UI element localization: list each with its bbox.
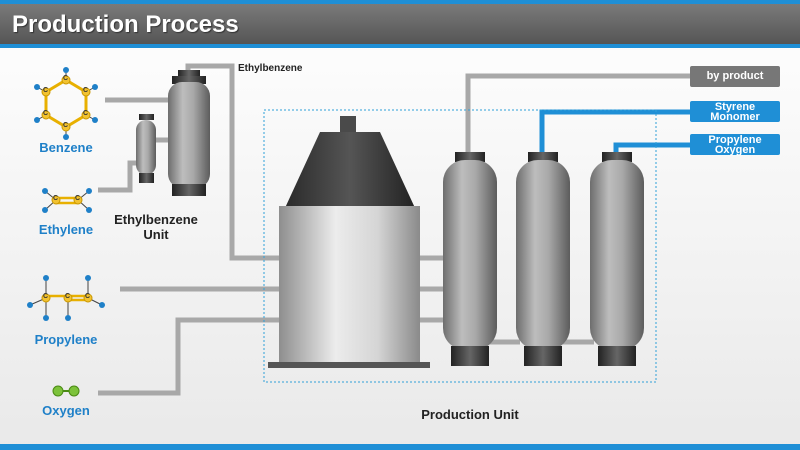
output-box-byproduct-bg [690, 66, 780, 87]
atom-label: C [83, 87, 89, 94]
atom-label: C [63, 122, 69, 129]
propylene-molecule-icon [27, 275, 105, 321]
main-reactor [268, 116, 430, 368]
tall-column [168, 70, 210, 196]
output-propylene-line2: Oxygen [714, 144, 756, 156]
atom-label: C [65, 293, 71, 300]
output-propylene-line1: Propylene [708, 134, 762, 146]
header-bar: Production Process [0, 4, 800, 48]
ethylene-label: Ethylene [38, 222, 94, 237]
bottom-accent-bar [0, 444, 800, 450]
page-title: Production Process [12, 11, 239, 38]
atom-label: C [85, 293, 91, 300]
output-styrene-line2: Monomer [710, 111, 760, 123]
top-accent-bar [0, 0, 800, 4]
oxygen-label: Oxygen [42, 403, 90, 418]
propylene-label: Propylene [34, 332, 98, 347]
ethylbenzene-unit-line2: Unit [143, 227, 169, 242]
ethylene-molecule-icon [42, 188, 92, 213]
small-vessel [136, 114, 156, 183]
atom-label: C [43, 293, 49, 300]
column-1 [443, 152, 497, 366]
output-byproduct-text: by product [706, 70, 764, 82]
ethylbenzene-unit-line1: Ethylbenzene [114, 212, 198, 227]
pipe-byproduct [465, 73, 690, 158]
ethylbenzene-unit-label: Ethylbenzene Unit [106, 212, 206, 242]
output-byproduct: by product [690, 66, 780, 87]
output-styrene-line1: Styrene [714, 101, 756, 113]
output-propylene-oxygen: Propylene Oxygen [690, 134, 780, 156]
output-styrene-monomer: Styrene Monomer [690, 101, 780, 123]
blue-pipes [539, 109, 690, 158]
production-unit-box [263, 109, 657, 383]
ethylbenzene-stream-label: Ethylbenzene [238, 63, 303, 74]
pipe-ethylene [98, 160, 140, 193]
atom-label: C [53, 195, 59, 202]
benzene-label: Benzene [39, 140, 93, 155]
oxygen-molecule-icon [52, 385, 80, 397]
column-2 [516, 152, 570, 366]
atom-label: C [75, 195, 81, 202]
benzene-molecule-icon [34, 67, 98, 140]
output-box-styrene-bg [690, 101, 780, 122]
atom-label: C [83, 110, 89, 117]
production-unit-label: Production Unit [421, 407, 519, 422]
column-3 [590, 152, 644, 366]
atom-label: C [63, 75, 69, 82]
atom-label: C [43, 110, 49, 117]
atom-label: C [43, 87, 49, 94]
output-box-propylene-bg [690, 134, 780, 155]
pipe-styrene [539, 109, 690, 158]
